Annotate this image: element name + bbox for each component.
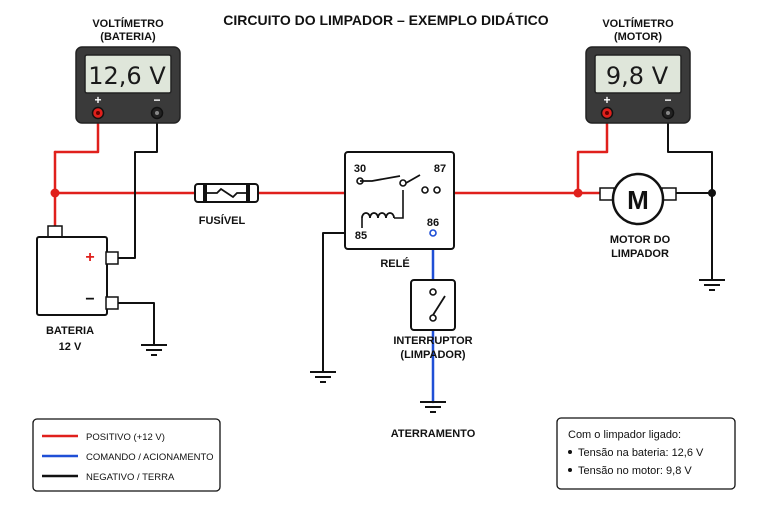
ground-symbol-switch: [420, 401, 446, 413]
motor-label-1: MOTOR DO: [610, 234, 671, 246]
ground-symbol-motor: [699, 279, 725, 291]
voltmeter-motor: VOLTÍMETRO (MOTOR) 9,8 V + −: [585, 17, 691, 124]
voltmeter-motor-display: [594, 54, 682, 94]
battery-label-2: 12 V: [59, 341, 82, 353]
voltmeter-motor-label-1: VOLTÍMETRO: [602, 17, 674, 30]
info-box: Com o limpador ligado: Tensão na bateria…: [556, 417, 736, 490]
legend-item-command: COMANDO / ACIONAMENTO: [86, 452, 214, 463]
relay-label: RELÉ: [380, 257, 409, 270]
relay-pin-86: 86: [427, 217, 439, 229]
relay-box: [344, 151, 455, 250]
fuse-label: FUSÍVEL: [199, 214, 246, 227]
switch-label-2: (LIMPADOR): [400, 349, 466, 361]
motor-symbol: M: [627, 185, 649, 215]
info-item-motor: Tensão no motor: 9,8 V: [578, 465, 692, 477]
voltmeter-battery-plus-label: +: [94, 93, 101, 107]
voltmeter-motor-negative-wire: [667, 112, 713, 194]
voltmeter-motor-plus-label: +: [603, 93, 610, 107]
battery-ground-wire: [117, 302, 155, 346]
junction-dot-motor-negative: [708, 189, 716, 197]
page-title: CIRCUITO DO LIMPADOR – EXEMPLO DIDÁTICO: [223, 12, 548, 28]
voltmeter-battery: VOLTÍMETRO (BATERIA) 12,6 V + −: [75, 17, 181, 124]
motor-label-2: LIMPADOR: [611, 248, 669, 260]
fuse: FUSÍVEL: [194, 183, 259, 227]
legend-item-negative: NEGATIVO / TERRA: [86, 472, 175, 483]
wiper-motor: M MOTOR DO LIMPADOR: [599, 172, 677, 260]
ground-symbol-battery: [141, 344, 167, 356]
info-heading: Com o limpador ligado:: [568, 429, 681, 441]
battery-label-1: BATERIA: [46, 325, 94, 337]
voltmeter-battery-positive-wire: [53, 111, 100, 154]
ground-symbol-relay: [310, 371, 336, 383]
voltmeter-battery-negative-wire: [117, 112, 158, 259]
relay-pin-87: 87: [434, 163, 446, 175]
wiper-switch: INTERRUPTOR (LIMPADOR): [393, 279, 473, 361]
voltmeter-battery-label-1: VOLTÍMETRO: [92, 17, 164, 30]
ground-label: ATERRAMENTO: [391, 428, 476, 440]
voltmeter-battery-minus-label: −: [153, 93, 160, 107]
relay-pin-30: 30: [354, 163, 366, 175]
battery-body: [36, 236, 108, 316]
voltmeter-motor-positive-wire: [576, 111, 609, 195]
voltmeter-motor-minus-label: −: [664, 93, 671, 107]
junction-dot-motor-positive: [573, 188, 583, 198]
battery-minus-label: −: [85, 291, 94, 308]
relay-pin-85: 85: [355, 230, 367, 242]
relay: 30 87 85 86 RELÉ: [344, 151, 455, 270]
info-item-battery: Tensão na bateria: 12,6 V: [578, 447, 704, 459]
junction-dot-battery: [50, 188, 60, 198]
voltmeter-battery-display: [84, 54, 172, 94]
voltmeter-battery-label-2: (BATERIA): [100, 31, 156, 43]
motor-body: [611, 172, 665, 226]
voltmeter-motor-label-2: (MOTOR): [614, 31, 662, 43]
motor-negative-wire: [675, 192, 713, 281]
voltmeter-motor-reading: 9,8 V: [606, 62, 669, 90]
battery-plus-label: +: [85, 249, 94, 266]
switch-box: [410, 279, 456, 331]
relay-coil: [361, 212, 395, 219]
switch-label-1: INTERRUPTOR: [393, 335, 472, 347]
voltmeter-battery-reading: 12,6 V: [88, 62, 166, 90]
legend-box: [32, 418, 221, 492]
legend: POSITIVO (+12 V) COMANDO / ACIONAMENTO N…: [32, 418, 221, 492]
battery: + − BATERIA 12 V: [36, 225, 119, 353]
legend-item-positive: POSITIVO (+12 V): [86, 432, 165, 443]
relay-85-ground-wire: [322, 232, 357, 373]
